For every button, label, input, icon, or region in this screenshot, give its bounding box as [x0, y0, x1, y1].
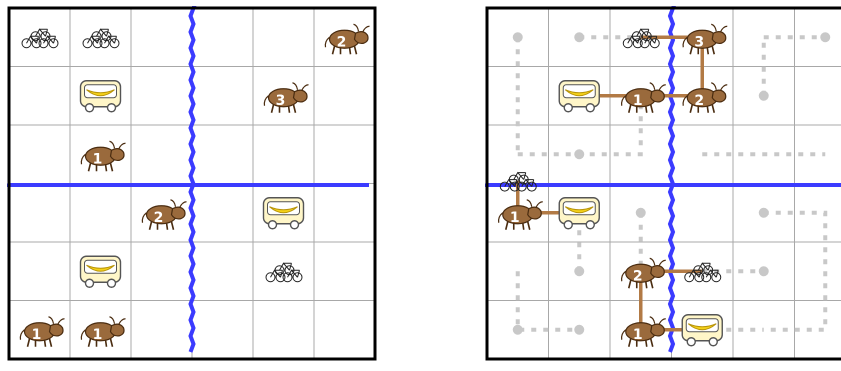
river-horizontal	[487, 184, 841, 186]
cow-number: 2	[633, 268, 643, 284]
cow-number: 1	[93, 327, 103, 343]
path-node	[759, 208, 769, 218]
river-vertical	[191, 8, 194, 352]
path-node	[513, 32, 523, 42]
puzzle-grid: 2 3 1 2 1 1	[9, 8, 375, 359]
solution-grid: 3 1 2 1 2 1	[487, 8, 841, 359]
cow-number: 2	[694, 93, 704, 109]
path-node	[574, 325, 584, 335]
cow-number: 2	[337, 34, 347, 50]
banana-bus-icon	[81, 256, 121, 287]
path-node	[759, 91, 769, 101]
cow-number: 2	[154, 210, 164, 226]
cow-number: 3	[276, 93, 286, 109]
banana-bus-icon	[559, 81, 599, 112]
path-node	[574, 32, 584, 42]
cow-number: 1	[633, 327, 643, 343]
cow-number: 1	[32, 327, 42, 343]
river-horizontal	[9, 184, 369, 186]
banana-bus-icon	[559, 198, 599, 229]
banana-bus-icon	[264, 198, 304, 229]
path-node	[574, 149, 584, 159]
path-node	[636, 208, 646, 218]
river-vertical	[670, 8, 673, 352]
path-node	[820, 32, 830, 42]
path-node	[759, 266, 769, 276]
banana-bus-icon	[81, 81, 121, 112]
cow-number: 1	[510, 210, 520, 226]
path-node	[513, 325, 523, 335]
path-node	[574, 266, 584, 276]
banana-bus-icon	[682, 315, 722, 346]
cow-number: 1	[93, 151, 103, 167]
cow-number: 1	[633, 93, 643, 109]
cow-number: 3	[694, 34, 704, 50]
